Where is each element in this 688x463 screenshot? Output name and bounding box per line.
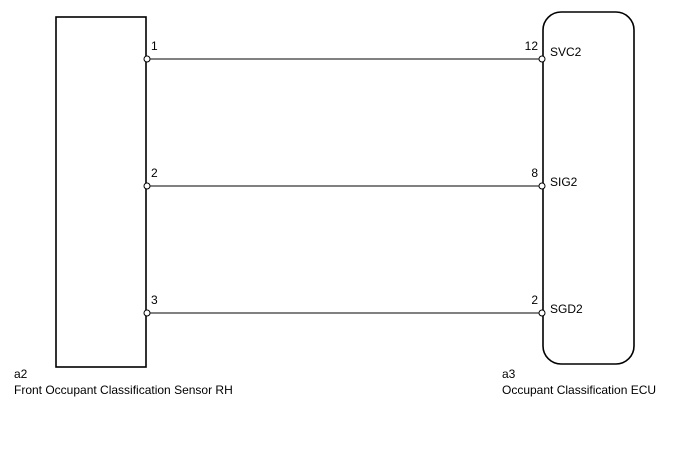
ecu-pin-8-terminal (538, 182, 546, 190)
ecu-signal-sig2: SIG2 (550, 175, 578, 189)
sensor-name-label: Front Occupant Classification Sensor RH (14, 383, 233, 397)
ecu-pin-2-number: 2 (531, 293, 538, 307)
sensor-pin-2-terminal (143, 182, 151, 190)
ecu-code-label: a3 (502, 367, 516, 381)
ecu-pin-12-terminal (538, 55, 546, 63)
sensor-pin-2-number: 2 (151, 166, 158, 180)
ecu-pin-2-terminal (538, 309, 546, 317)
ecu-name-label: Occupant Classification ECU (502, 383, 656, 397)
ecu-signal-sgd2: SGD2 (550, 302, 583, 316)
sensor-pin-1-number: 1 (151, 39, 158, 53)
sensor-box (55, 16, 147, 368)
ecu-pin-8-number: 8 (531, 166, 538, 180)
ecu-pin-12-number: 12 (525, 39, 539, 53)
ecu-signal-svc2: SVC2 (550, 45, 582, 59)
sensor-code-label: a2 (14, 367, 28, 381)
sensor-pin-3-number: 3 (151, 293, 158, 307)
sensor-pin-3-terminal (143, 309, 151, 317)
sensor-pin-1-terminal (143, 55, 151, 63)
